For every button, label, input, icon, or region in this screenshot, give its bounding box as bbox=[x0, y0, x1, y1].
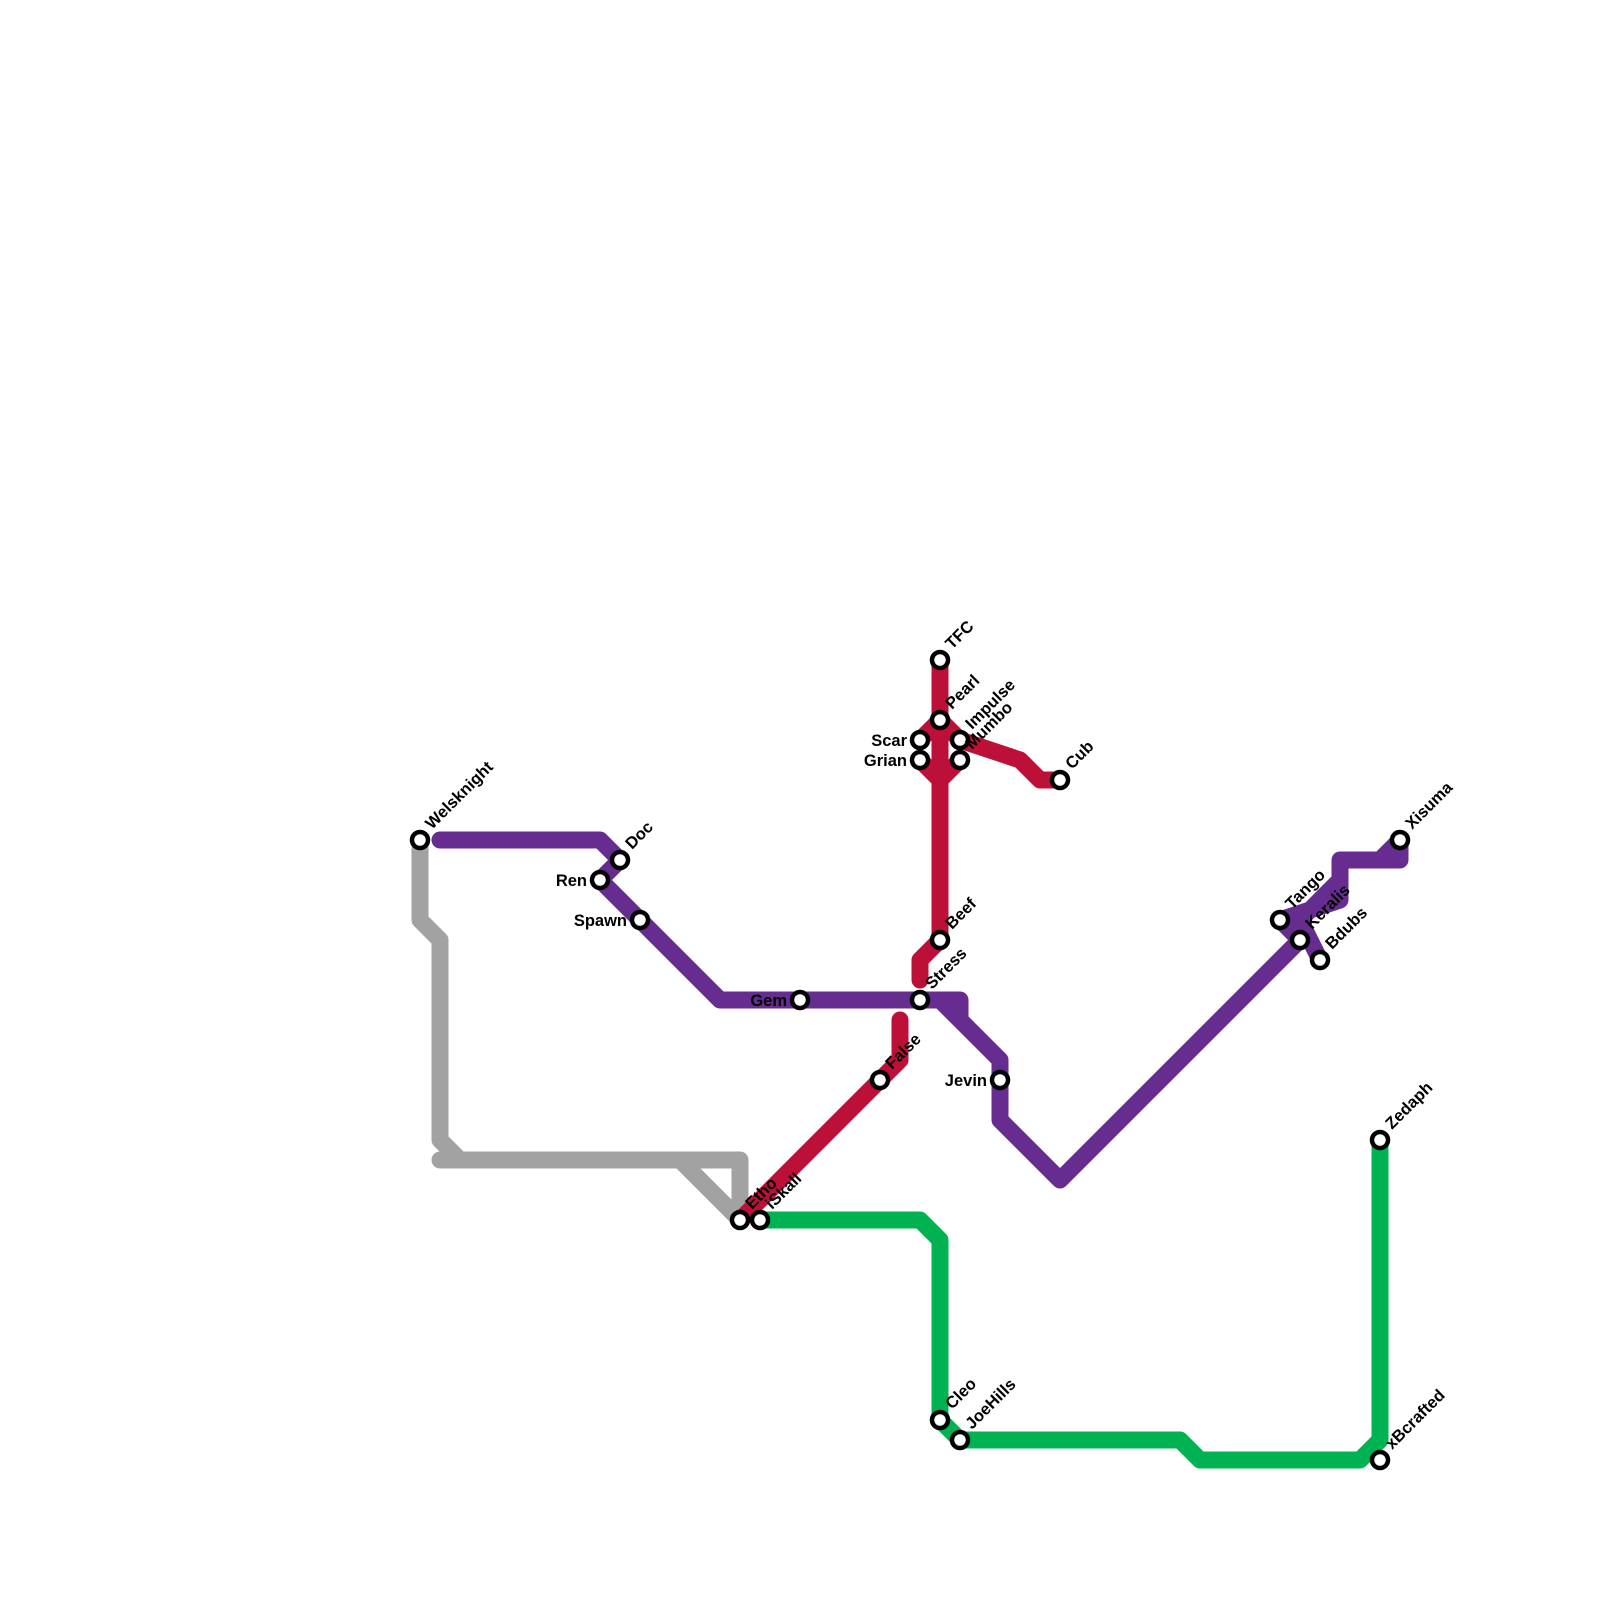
station-marker[interactable] bbox=[1369, 1129, 1391, 1151]
station-marker[interactable] bbox=[869, 1069, 891, 1091]
station-label: Welsknight bbox=[422, 758, 497, 833]
station-marker[interactable] bbox=[949, 1429, 971, 1451]
station-label: Grian bbox=[864, 752, 907, 770]
station-label: Spawn bbox=[574, 912, 627, 930]
route-lines bbox=[411, 651, 1409, 1469]
station-marker[interactable] bbox=[949, 749, 971, 771]
red-line bbox=[731, 651, 1069, 1229]
station-gem[interactable]: Gem bbox=[750, 989, 811, 1011]
station-marker[interactable] bbox=[909, 989, 931, 1011]
station-label: Xisuma bbox=[1402, 778, 1457, 833]
green-line bbox=[751, 1131, 1389, 1469]
station-label: Ren bbox=[556, 872, 587, 890]
station-marker[interactable] bbox=[1289, 929, 1311, 951]
station-marker[interactable] bbox=[1389, 829, 1411, 851]
station-grian[interactable]: Grian bbox=[864, 749, 931, 771]
station-marker[interactable] bbox=[929, 1409, 951, 1431]
station-marker[interactable] bbox=[929, 709, 951, 731]
station-label: Doc bbox=[622, 818, 657, 853]
grey-line bbox=[411, 831, 749, 1229]
station-marker[interactable] bbox=[1309, 949, 1331, 971]
station-marker[interactable] bbox=[909, 729, 931, 751]
station-cub[interactable]: Cub bbox=[1049, 737, 1098, 791]
station-marker[interactable] bbox=[609, 849, 631, 871]
station-tfc[interactable]: TFC bbox=[929, 617, 978, 671]
station-label: TFC bbox=[942, 617, 977, 652]
station-doc[interactable]: Doc bbox=[609, 818, 657, 871]
station-label: Scar bbox=[871, 732, 907, 750]
station-marker[interactable] bbox=[929, 929, 951, 951]
station-marker[interactable] bbox=[589, 869, 611, 891]
station-label: Cub bbox=[1062, 737, 1097, 772]
station-label: xBcrafted bbox=[1382, 1386, 1449, 1453]
station-marker[interactable] bbox=[789, 989, 811, 1011]
station-scar[interactable]: Scar bbox=[871, 729, 931, 751]
station-marker[interactable] bbox=[729, 1209, 751, 1231]
station-ren[interactable]: Ren bbox=[556, 869, 611, 891]
station-label: Gem bbox=[750, 992, 787, 1010]
station-jevin[interactable]: Jevin bbox=[945, 1069, 1011, 1091]
station-marker[interactable] bbox=[1369, 1449, 1391, 1471]
station-marker[interactable] bbox=[749, 1209, 771, 1231]
station-zedaph[interactable]: Zedaph bbox=[1369, 1079, 1436, 1151]
station-spawn[interactable]: Spawn bbox=[574, 909, 651, 931]
station-marker[interactable] bbox=[1269, 909, 1291, 931]
station-marker[interactable] bbox=[409, 829, 431, 851]
station-marker[interactable] bbox=[929, 649, 951, 671]
station-marker[interactable] bbox=[949, 729, 971, 751]
station-marker[interactable] bbox=[909, 749, 931, 771]
station-label: Jevin bbox=[945, 1072, 987, 1090]
station-marker[interactable] bbox=[629, 909, 651, 931]
station-marker[interactable] bbox=[989, 1069, 1011, 1091]
station-label: Zedaph bbox=[1382, 1079, 1436, 1133]
station-marker[interactable] bbox=[1049, 769, 1071, 791]
station-xisuma[interactable]: Xisuma bbox=[1389, 778, 1457, 851]
